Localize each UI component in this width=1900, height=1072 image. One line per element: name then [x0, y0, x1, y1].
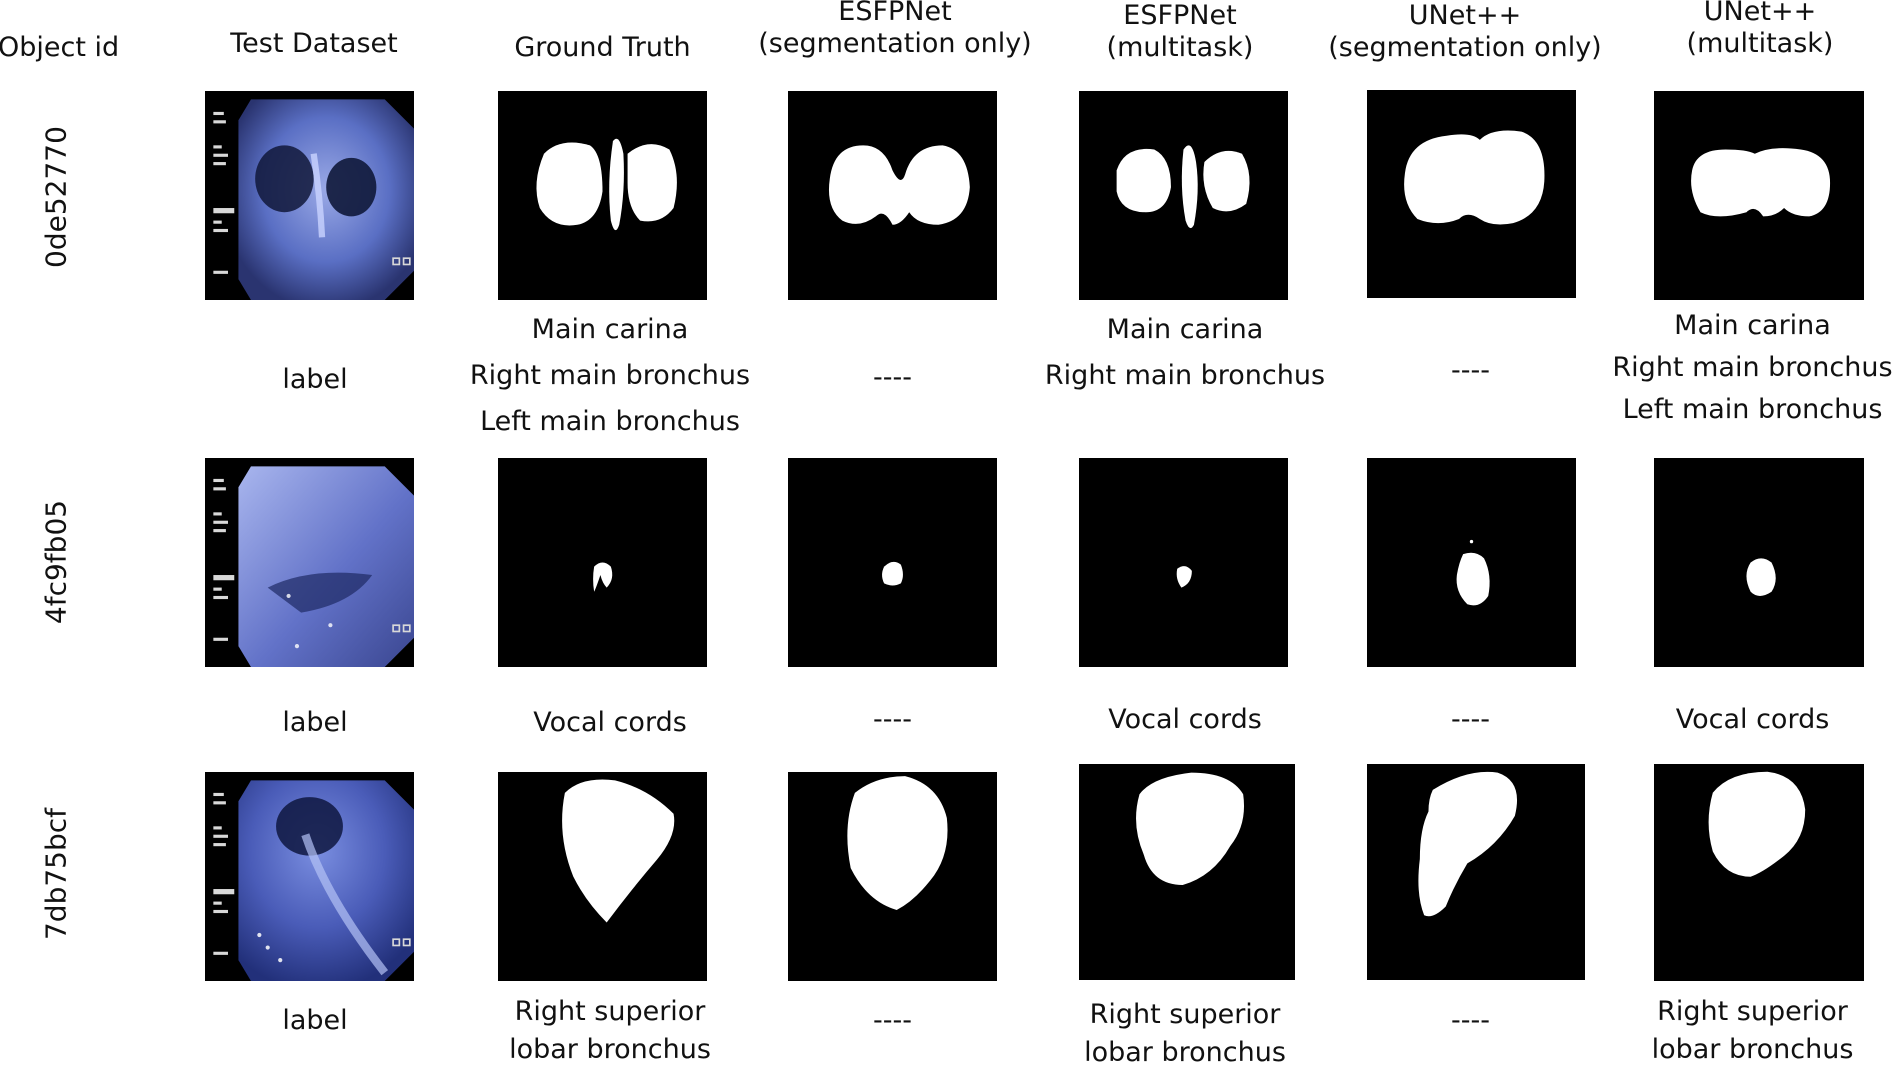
header-object-id: Object id: [0, 32, 120, 63]
label-line: Main carina: [1674, 310, 1831, 341]
header-esfpnet-seg: ESFPNet (segmentation only): [745, 0, 1045, 61]
label-line: Main carina: [1106, 314, 1264, 345]
unet-seg-mask-row2: [1367, 458, 1576, 667]
header-line: UNet++: [1408, 0, 1522, 31]
unet-multi-label-row1: Main carina Right main bronchus Left mai…: [1605, 305, 1900, 431]
ground-truth-mask-row3: [498, 772, 707, 981]
gt-label-row3: Right superior lobar bronchus: [455, 993, 765, 1069]
label-line: lobar bronchus: [509, 1034, 711, 1065]
gt-label-row2: Vocal cords: [533, 707, 687, 738]
object-id-row1: 0de52770: [39, 126, 73, 268]
esfpnet-multi-mask-row2: [1079, 458, 1288, 667]
label-line: Right main bronchus: [1612, 352, 1893, 383]
esfpnet-seg-mask-row2: [788, 458, 997, 667]
header-unet-seg: UNet++ (segmentation only): [1315, 0, 1615, 65]
esfpnet-seg-mask-row1: [788, 91, 997, 300]
ground-truth-mask-row1: [498, 91, 707, 300]
unet-multi-mask-row1: [1654, 91, 1864, 300]
esfpnet-seg-mask-row3: [788, 772, 997, 981]
label-line: Right superior: [514, 996, 706, 1027]
esfp-seg-label-row3: ----: [873, 1005, 912, 1036]
esfp-multi-label-row2: Vocal cords: [1108, 704, 1262, 735]
label-line: Right superior: [1657, 996, 1848, 1027]
header-line: (segmentation only): [758, 28, 1032, 60]
header-line: (multitask): [1106, 32, 1254, 64]
header-test-dataset: Test Dataset: [230, 28, 398, 59]
gt-label-row1: Main carina Right main bronchus Left mai…: [455, 307, 765, 445]
header-esfpnet-multi: ESFPNet (multitask): [1050, 0, 1310, 65]
unet-seg-label-row2: ----: [1451, 704, 1490, 735]
endoscopy-image-row1: [205, 91, 414, 300]
object-id-row2: 4fc9fb05: [39, 499, 73, 625]
ground-truth-mask-row2: [498, 458, 707, 667]
esfp-seg-label-row1: ----: [873, 362, 912, 393]
unet-multi-mask-row2: [1654, 458, 1864, 667]
row-label: label: [282, 364, 348, 395]
esfpnet-multi-mask-row3: [1079, 764, 1295, 980]
label-line: Left main bronchus: [1622, 394, 1883, 425]
header-line: UNet++: [1703, 0, 1817, 27]
header-ground-truth: Ground Truth: [514, 32, 691, 63]
label-line: Main carina: [531, 314, 689, 345]
esfp-multi-label-row1: Main carina Right main bronchus: [1030, 307, 1340, 399]
endoscopy-image-row3: [205, 772, 414, 981]
header-line: ESFPNet: [838, 0, 952, 27]
esfp-seg-label-row2: ----: [873, 704, 912, 735]
label-line: Right main bronchus: [1044, 360, 1326, 391]
label-line: lobar bronchus: [1084, 1037, 1286, 1068]
esfp-multi-label-row3: Right superior lobar bronchus: [1030, 996, 1340, 1072]
label-line: lobar bronchus: [1651, 1034, 1854, 1065]
row-label: label: [282, 1005, 348, 1036]
row-label: label: [282, 707, 348, 738]
unet-multi-mask-row3: [1654, 764, 1864, 981]
label-line: Left main bronchus: [480, 406, 740, 437]
label-line: Right main bronchus: [469, 360, 751, 391]
label-line: Right superior: [1089, 999, 1281, 1030]
unet-seg-label-row1: ----: [1451, 355, 1490, 386]
esfpnet-multi-mask-row1: [1079, 91, 1288, 300]
unet-seg-mask-row3: [1367, 764, 1585, 980]
endoscopy-image-row2: [205, 458, 414, 667]
header-unet-multi: UNet++ (multitask): [1630, 0, 1890, 61]
unet-multi-label-row2: Vocal cords: [1675, 704, 1830, 735]
unet-seg-label-row3: ----: [1451, 1005, 1490, 1036]
header-line: ESFPNet: [1123, 0, 1237, 31]
object-id-row3: 7db75bcf: [39, 807, 73, 941]
unet-multi-label-row3: Right superior lobar bronchus: [1605, 993, 1900, 1069]
header-line: (segmentation only): [1328, 32, 1602, 64]
header-line: (multitask): [1686, 28, 1834, 60]
unet-seg-mask-row1: [1367, 90, 1576, 298]
